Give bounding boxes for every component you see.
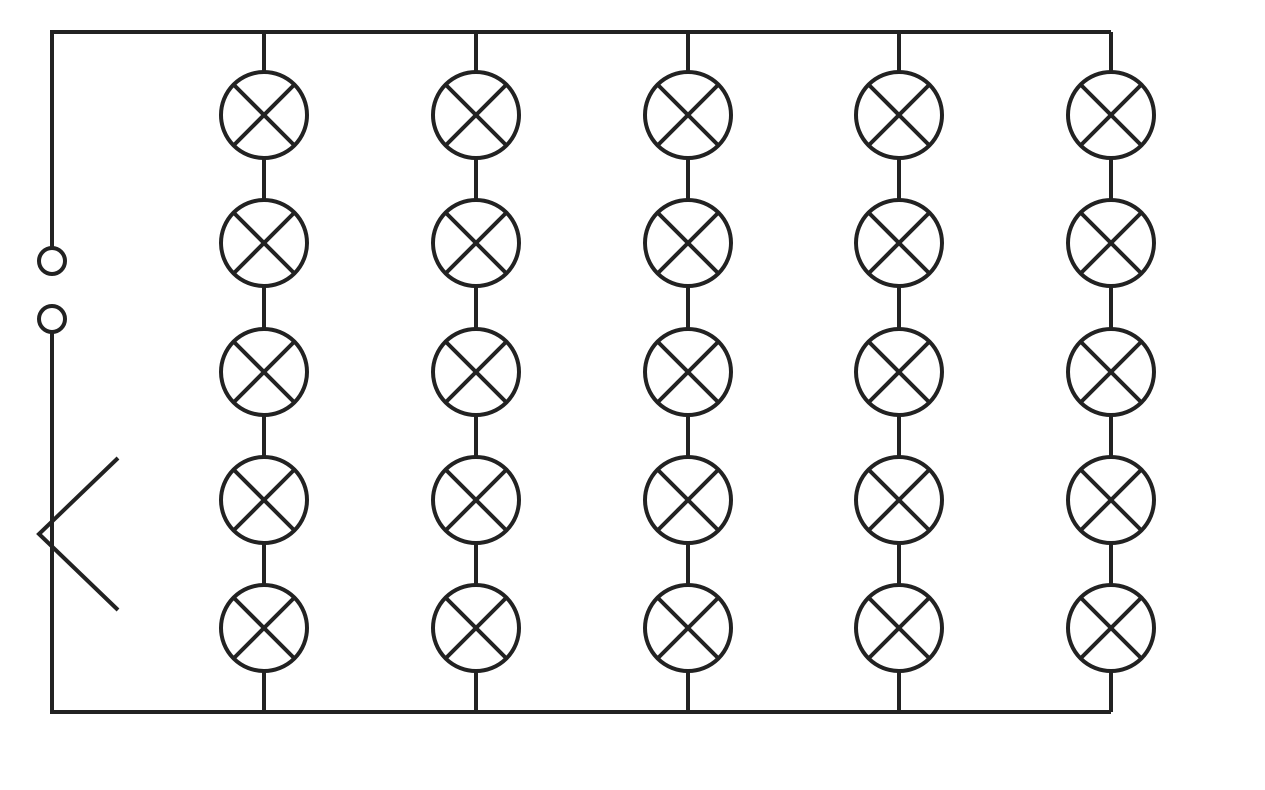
lamp-cross-b-3-2 bbox=[656, 211, 720, 275]
lamp-ring-4-3 bbox=[854, 327, 944, 417]
lamp-ring-3-4 bbox=[643, 455, 733, 545]
lamp-ring-3-1 bbox=[643, 70, 733, 160]
lamp-cross-circle-icon bbox=[643, 327, 733, 417]
lamp-ring-5-4 bbox=[1066, 455, 1156, 545]
lamp-cross-circle-icon bbox=[1066, 327, 1156, 417]
lamp-ring-1-5 bbox=[219, 583, 309, 673]
lamp-ring-1-4 bbox=[219, 455, 309, 545]
lamp-cross-circle-icon bbox=[219, 327, 309, 417]
lamp-cross-circle-icon bbox=[431, 583, 521, 673]
lamp-cross-circle-icon bbox=[1066, 70, 1156, 160]
lamp-ring-4-1 bbox=[854, 70, 944, 160]
lamp-ring-3-3 bbox=[643, 327, 733, 417]
lamp-cross-circle-icon bbox=[643, 198, 733, 288]
lamp-ring-2-3 bbox=[431, 327, 521, 417]
lamp-ring-2-2 bbox=[431, 198, 521, 288]
lamp-cross-b-2-3 bbox=[444, 340, 508, 404]
lamp-cross-circle-icon bbox=[854, 198, 944, 288]
lamp-cross-b-1-4 bbox=[232, 468, 296, 532]
switch-symbol bbox=[36, 456, 120, 612]
lamp-cross-circle-icon bbox=[643, 70, 733, 160]
switch-icon bbox=[36, 456, 120, 612]
lamp-cross-b-5-1 bbox=[1079, 83, 1143, 147]
lamp-ring-5-1 bbox=[1066, 70, 1156, 160]
bottom-left-wire bbox=[50, 333, 1111, 714]
lamp-cross-b-1-3 bbox=[232, 340, 296, 404]
lamp-cross-circle-icon bbox=[854, 583, 944, 673]
lamp-ring-3-2 bbox=[643, 198, 733, 288]
lamp-cross-circle-icon bbox=[854, 70, 944, 160]
lamp-cross-b-4-5 bbox=[867, 596, 931, 660]
lamp-cross-circle-icon bbox=[643, 455, 733, 545]
lamp-ring-4-5 bbox=[854, 583, 944, 673]
lamp-cross-b-4-2 bbox=[867, 211, 931, 275]
lamp-ring-5-3 bbox=[1066, 327, 1156, 417]
lamp-cross-b-2-5 bbox=[444, 596, 508, 660]
lamp-cross-b-5-2 bbox=[1079, 211, 1143, 275]
lamp-cross-b-1-1 bbox=[232, 83, 296, 147]
lamp-cross-b-4-4 bbox=[867, 468, 931, 532]
lamp-cross-b-4-1 bbox=[867, 83, 931, 147]
lamp-cross-b-5-3 bbox=[1079, 340, 1143, 404]
lamp-cross-circle-icon bbox=[431, 70, 521, 160]
top-left-wire bbox=[50, 30, 1111, 247]
lamp-cross-circle-icon bbox=[431, 455, 521, 545]
lamp-cross-circle-icon bbox=[1066, 583, 1156, 673]
lamp-cross-circle-icon bbox=[431, 327, 521, 417]
lamp-cross-circle-icon bbox=[854, 455, 944, 545]
lamp-ring-4-2 bbox=[854, 198, 944, 288]
terminal-top-icon bbox=[37, 246, 67, 276]
lamp-ring-3-5 bbox=[643, 583, 733, 673]
lamp-ring-1-3 bbox=[219, 327, 309, 417]
lamp-cross-circle-icon bbox=[643, 583, 733, 673]
lamp-cross-b-3-4 bbox=[656, 468, 720, 532]
lamp-cross-b-5-4 bbox=[1079, 468, 1143, 532]
circuit-wires bbox=[50, 30, 1113, 714]
lamp-cross-circle-icon bbox=[431, 198, 521, 288]
lamp-ring-5-2 bbox=[1066, 198, 1156, 288]
lamp-cross-circle-icon bbox=[1066, 198, 1156, 288]
terminal-bottom-icon bbox=[37, 304, 67, 334]
lamp-cross-b-4-3 bbox=[867, 340, 931, 404]
input-terminals bbox=[37, 246, 67, 334]
lamp-cross-b-2-2 bbox=[444, 211, 508, 275]
lamp-ring-2-4 bbox=[431, 455, 521, 545]
lamp-ring-5-5 bbox=[1066, 583, 1156, 673]
lamp-ring-4-4 bbox=[854, 455, 944, 545]
lamp-cross-b-2-1 bbox=[444, 83, 508, 147]
lamp-ring-2-5 bbox=[431, 583, 521, 673]
lamp-cross-b-3-1 bbox=[656, 83, 720, 147]
lamp-cross-circle-icon bbox=[219, 70, 309, 160]
lamp-cross-b-2-4 bbox=[444, 468, 508, 532]
lamp-ring-2-1 bbox=[431, 70, 521, 160]
lamp-cross-b-3-5 bbox=[656, 596, 720, 660]
lamp-cross-b-1-5 bbox=[232, 596, 296, 660]
lamp-cross-circle-icon bbox=[219, 583, 309, 673]
lamp-cross-b-3-3 bbox=[656, 340, 720, 404]
lamp-cross-b-5-5 bbox=[1079, 596, 1143, 660]
lamp-cross-b-1-2 bbox=[232, 211, 296, 275]
lamp-ring-1-1 bbox=[219, 70, 309, 160]
lamp-cross-circle-icon bbox=[219, 455, 309, 545]
lamp-ring-1-2 bbox=[219, 198, 309, 288]
lamp-array bbox=[219, 70, 1156, 673]
lamp-cross-circle-icon bbox=[854, 327, 944, 417]
lamp-cross-circle-icon bbox=[1066, 455, 1156, 545]
lamp-cross-circle-icon bbox=[219, 198, 309, 288]
